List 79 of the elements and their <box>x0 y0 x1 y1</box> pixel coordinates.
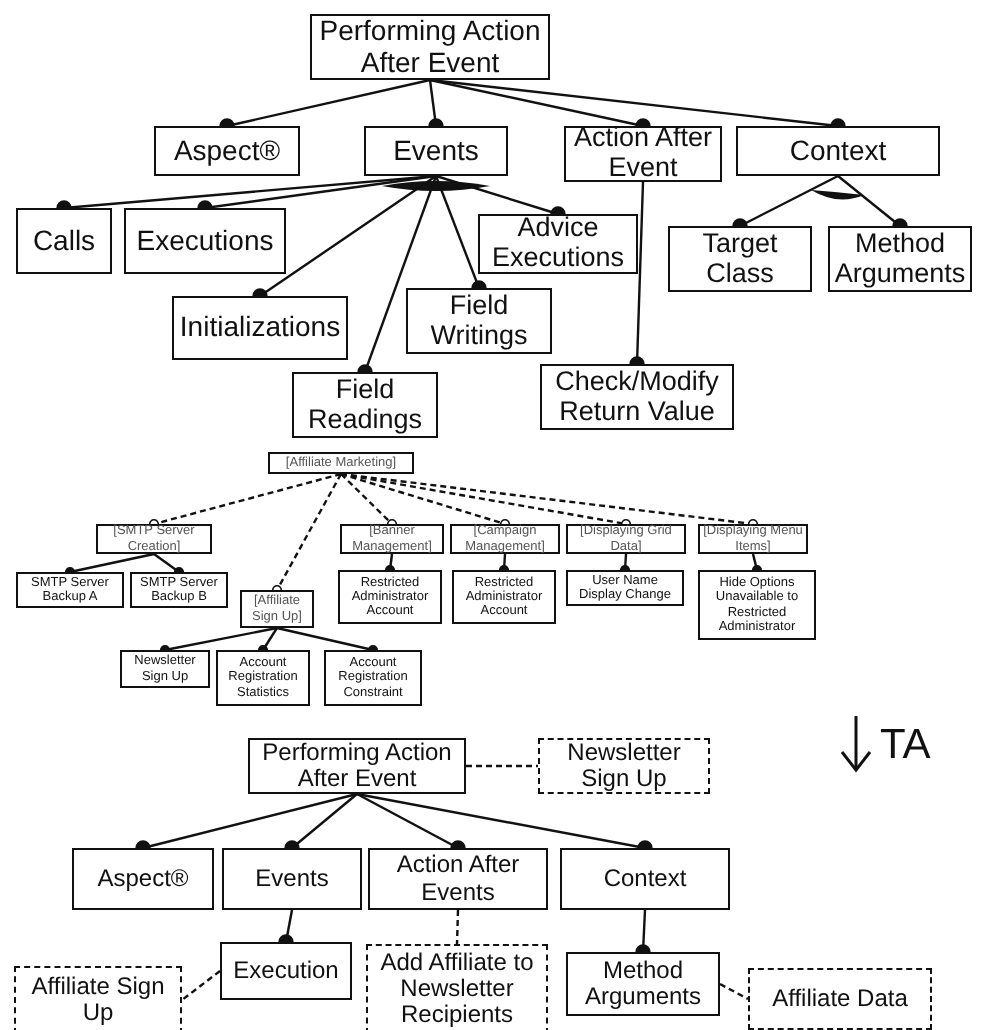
feature-label: Newsletter Sign Up <box>565 739 683 793</box>
feature-label: Performing Action After Event <box>317 16 543 78</box>
feature-box <box>96 524 212 554</box>
feature-box <box>268 452 414 474</box>
feature-box <box>452 570 556 624</box>
feature-box <box>324 650 422 706</box>
feature-label: Affiliate Sign Up <box>29 973 167 1027</box>
dashed-feature-box <box>14 966 182 1030</box>
feature-label: Context <box>603 865 687 893</box>
feature-box <box>406 288 552 354</box>
feature-label: Action After Events <box>394 852 522 906</box>
feature-label: Aspect® <box>97 865 189 893</box>
feature-box <box>16 208 112 274</box>
feature-box <box>240 590 314 628</box>
feature-box <box>72 848 214 910</box>
feature-box <box>450 524 560 554</box>
feature-label: Executions <box>136 225 274 257</box>
connector <box>159 626 278 656</box>
feature-label: Action After Event <box>571 124 715 184</box>
feature-label: Affiliate Data <box>772 985 908 1013</box>
connector <box>153 553 185 578</box>
dashed-feature-box <box>366 944 548 1030</box>
feature-label: Calls <box>32 225 96 257</box>
feature-label: Check/Modify Return Value <box>553 367 721 427</box>
feature-box <box>560 848 730 910</box>
feature-label: Target Class <box>700 229 780 289</box>
dashed-connector <box>340 472 511 530</box>
dashed-connector <box>340 472 759 530</box>
feature-box <box>124 208 286 274</box>
dashed-connector <box>719 982 749 1001</box>
connector <box>276 626 379 656</box>
feature-label: Field Readings <box>305 375 425 435</box>
feature-box <box>16 572 124 608</box>
feature-box <box>566 570 684 606</box>
feature-label: Initializations <box>179 312 341 344</box>
feature-box <box>368 848 548 910</box>
feature-box <box>340 524 444 554</box>
feature-box <box>216 650 310 706</box>
connector <box>751 553 763 576</box>
connector <box>257 627 278 656</box>
dashed-feature-box <box>538 738 710 794</box>
feature-label: Add Affiliate to Newsletter Recipients <box>378 949 536 1029</box>
dashed-connector <box>271 473 343 596</box>
feature-box <box>292 372 438 438</box>
feature-box <box>130 572 228 608</box>
feature-box <box>154 126 300 176</box>
caption-text: TA <box>880 722 931 770</box>
feature-box <box>566 524 686 554</box>
connector <box>619 553 631 576</box>
feature-box <box>364 126 508 176</box>
feature-label: Events <box>393 135 479 167</box>
feature-box <box>540 364 734 430</box>
connector <box>384 553 396 576</box>
connector <box>498 553 510 576</box>
feature-box <box>120 650 210 688</box>
dashed-feature-box <box>748 968 932 1030</box>
dashed-connector <box>181 970 221 1001</box>
feature-label: Execution <box>233 957 339 985</box>
dashed-connector <box>340 473 398 530</box>
feature-box <box>736 126 940 176</box>
feature-box <box>220 942 352 1000</box>
feature-label: Aspect® <box>173 135 281 167</box>
dashed-connector <box>455 909 460 945</box>
connector <box>64 552 155 578</box>
feature-box <box>668 226 812 292</box>
feature-label: Advice Executions <box>489 214 627 274</box>
feature-label: Method Arguments <box>582 957 704 1011</box>
feature-box <box>566 952 720 1016</box>
feature-box <box>338 570 442 624</box>
feature-label: Context <box>789 135 887 167</box>
feature-label: Performing Action After Event <box>260 739 454 793</box>
feature-box <box>698 570 816 640</box>
dashed-connector <box>148 472 342 530</box>
feature-label: Method Arguments <box>832 229 968 289</box>
feature-label: Field Writings <box>428 291 530 351</box>
feature-box <box>222 848 362 910</box>
feature-label: Events <box>255 865 329 893</box>
feature-box <box>172 296 348 360</box>
dashed-connector <box>466 764 538 768</box>
